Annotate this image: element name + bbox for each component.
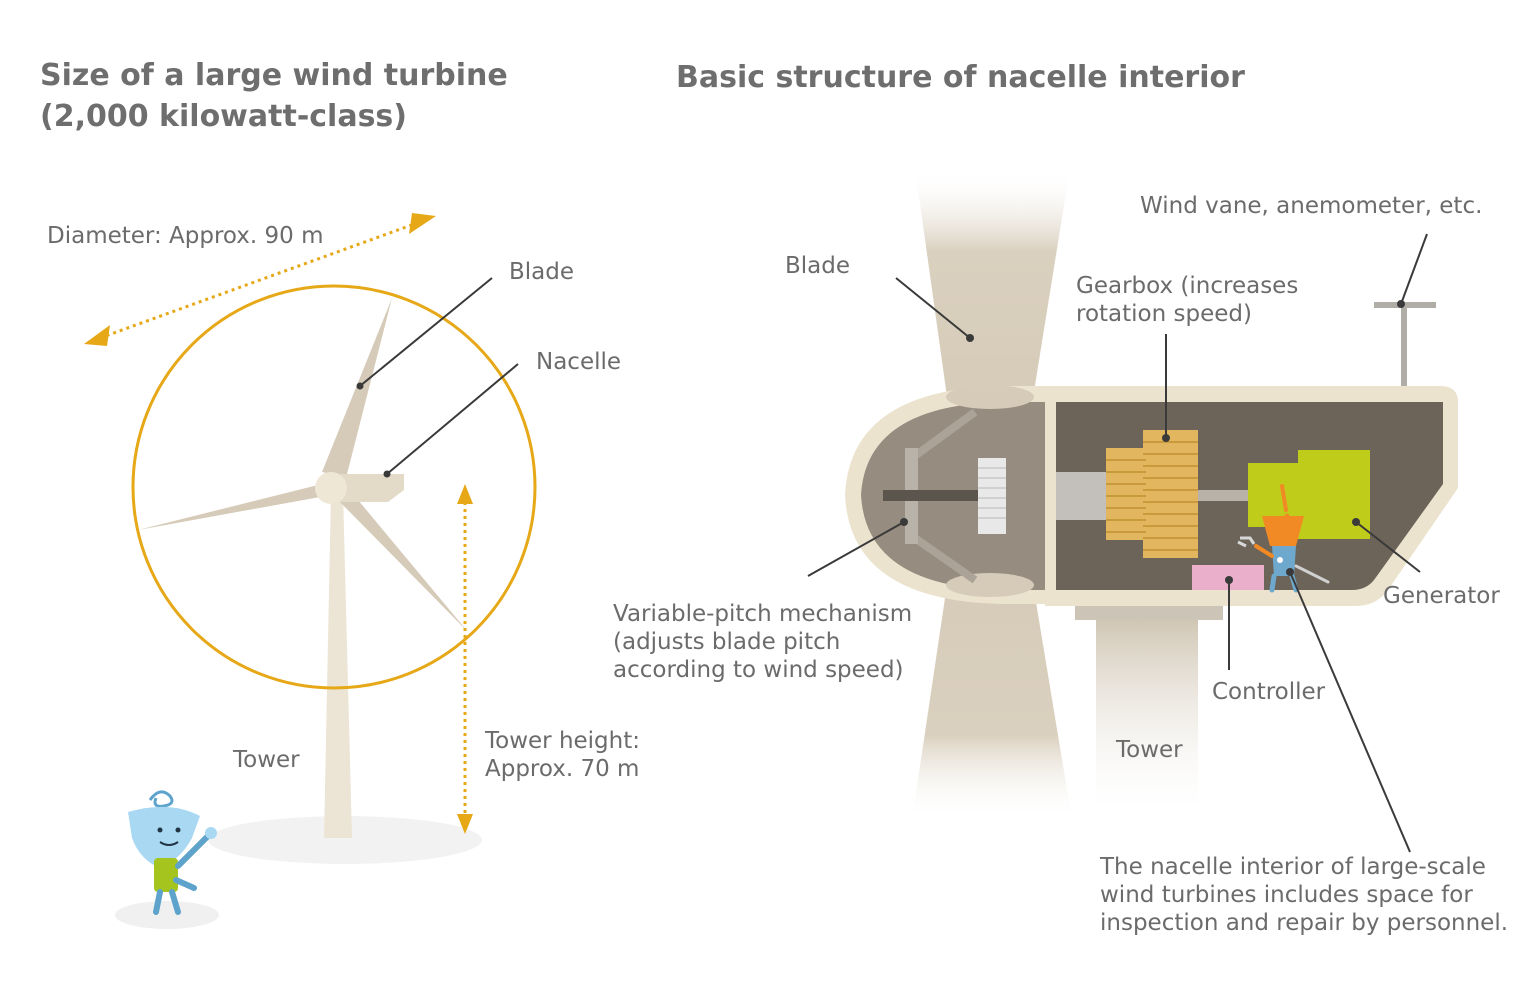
wind-vane-leader-dot <box>1397 300 1405 308</box>
mascot-body <box>154 858 178 892</box>
wind-vane-mast <box>1401 306 1407 386</box>
generator-leader-dot <box>1352 518 1360 526</box>
turbine-blade-right <box>338 488 468 632</box>
turbine-blade-up <box>322 298 392 478</box>
diameter-dotted-line <box>99 220 421 340</box>
worker-arm-left <box>1254 544 1274 558</box>
controller-leader-dot <box>1225 576 1233 584</box>
diameter-arrowhead-right <box>409 213 436 234</box>
mascot-eye <box>175 827 181 833</box>
generator-label: Generator <box>1383 583 1500 609</box>
turbine-ground-shadow <box>208 816 482 864</box>
mascot-hand <box>205 827 217 839</box>
gearbox-large-stage <box>1143 430 1198 558</box>
blade-root-bottom <box>946 573 1034 597</box>
main-gear-teeth <box>978 467 1006 519</box>
right-title: Basic structure of nacelle interior <box>676 60 1245 95</box>
diameter-label: Diameter: Approx. 90 m <box>47 223 324 249</box>
worker-head <box>1262 516 1304 546</box>
turbine-hub <box>315 472 347 504</box>
pitch-arm-lower <box>909 532 978 584</box>
screwdriver-icon <box>1294 564 1330 584</box>
pitch-leader-line <box>807 521 905 577</box>
tower-height-arrowhead-top <box>457 484 473 504</box>
turbine-nacelle <box>336 474 404 502</box>
pitch-label-line1: Variable-pitch mechanism <box>613 601 912 627</box>
gearbox-small-stage <box>1106 448 1146 540</box>
tower-height-label-line2: Approx. 70 m <box>485 756 639 782</box>
blade-leader-dot <box>356 382 364 390</box>
high-speed-shaft <box>1198 490 1250 501</box>
tower-flange <box>1075 606 1223 620</box>
nacelle-leader-dot <box>383 470 391 478</box>
nacelle-blade-leader-dot <box>966 334 974 342</box>
gearbox-label-line1: Gearbox (increases <box>1076 273 1298 299</box>
main-shaft <box>883 490 1003 501</box>
pitch-arm-upper <box>909 408 978 462</box>
nacelle-blade-leader-line <box>895 277 971 339</box>
nacelle-label: Nacelle <box>536 349 621 375</box>
pitch-leader-dot <box>900 518 908 526</box>
shaft-coupling <box>1056 472 1108 520</box>
left-title-line2: (2,000 kilowatt-class) <box>40 99 407 134</box>
blade-bottom <box>912 578 1072 820</box>
personnel-note-line2: wind turbines includes space for <box>1100 882 1473 908</box>
turbine-blade-left <box>138 484 322 530</box>
worker-badge <box>1277 557 1283 563</box>
gearbox-leader-dot <box>1162 434 1170 442</box>
wind-vane-label: Wind vane, anemometer, etc. <box>1140 193 1482 219</box>
blade-root-top <box>946 385 1034 409</box>
wind-vane-crossbar <box>1374 302 1436 308</box>
mascot-ground-shadow <box>115 901 219 929</box>
nacelle-blade-label: Blade <box>785 253 850 279</box>
rotor-diameter-circle <box>131 284 537 690</box>
mascot-arm-left <box>173 877 197 891</box>
tower-height-label-line1: Tower height: <box>484 728 640 754</box>
mascot-wind-character <box>128 790 217 915</box>
blade-top <box>915 168 1070 404</box>
tower-label: Tower <box>232 747 300 773</box>
blade-leader-line <box>359 277 493 387</box>
mascot-swirl-icon <box>148 790 174 808</box>
mascot-head <box>128 806 200 868</box>
right-panel: Basic structure of nacelle interior <box>613 60 1508 936</box>
diameter-arrowhead-left <box>84 325 110 346</box>
turbine-tower <box>324 492 352 838</box>
mascot-legs <box>153 889 181 915</box>
nacelle-tower-label: Tower <box>1115 737 1183 763</box>
controller-label: Controller <box>1212 679 1326 705</box>
generator-leader-line <box>1355 521 1421 573</box>
personnel-note-line3: inspection and repair by personnel. <box>1100 910 1508 936</box>
left-title-line1: Size of a large wind turbine <box>40 58 508 93</box>
nacelle-leader-line <box>386 363 519 475</box>
main-gear <box>978 458 1006 534</box>
gearbox-label-line2: rotation speed) <box>1076 301 1252 327</box>
mascot-eye <box>157 827 163 833</box>
pitch-label-line2: (adjusts blade pitch <box>613 629 840 655</box>
mascot-smile <box>159 841 179 846</box>
nacelle-tower <box>1096 620 1198 810</box>
pitch-label-line3: according to wind speed) <box>613 657 904 683</box>
wrench-icon <box>1237 536 1256 548</box>
personnel-leader-dot <box>1286 568 1294 576</box>
tower-height-arrowhead-bottom <box>457 814 473 834</box>
worker-exclamation-icon <box>1280 484 1288 512</box>
wind-vane-leader-line <box>1400 233 1428 305</box>
personnel-note-line1: The nacelle interior of large-scale <box>1099 854 1486 880</box>
personnel-leader-line <box>1289 571 1411 853</box>
blade-label: Blade <box>509 259 574 285</box>
gearbox-teeth <box>1106 441 1198 551</box>
mascot-arm-right <box>175 833 211 869</box>
left-panel: Size of a large wind turbine (2,000 kilo… <box>40 58 640 929</box>
